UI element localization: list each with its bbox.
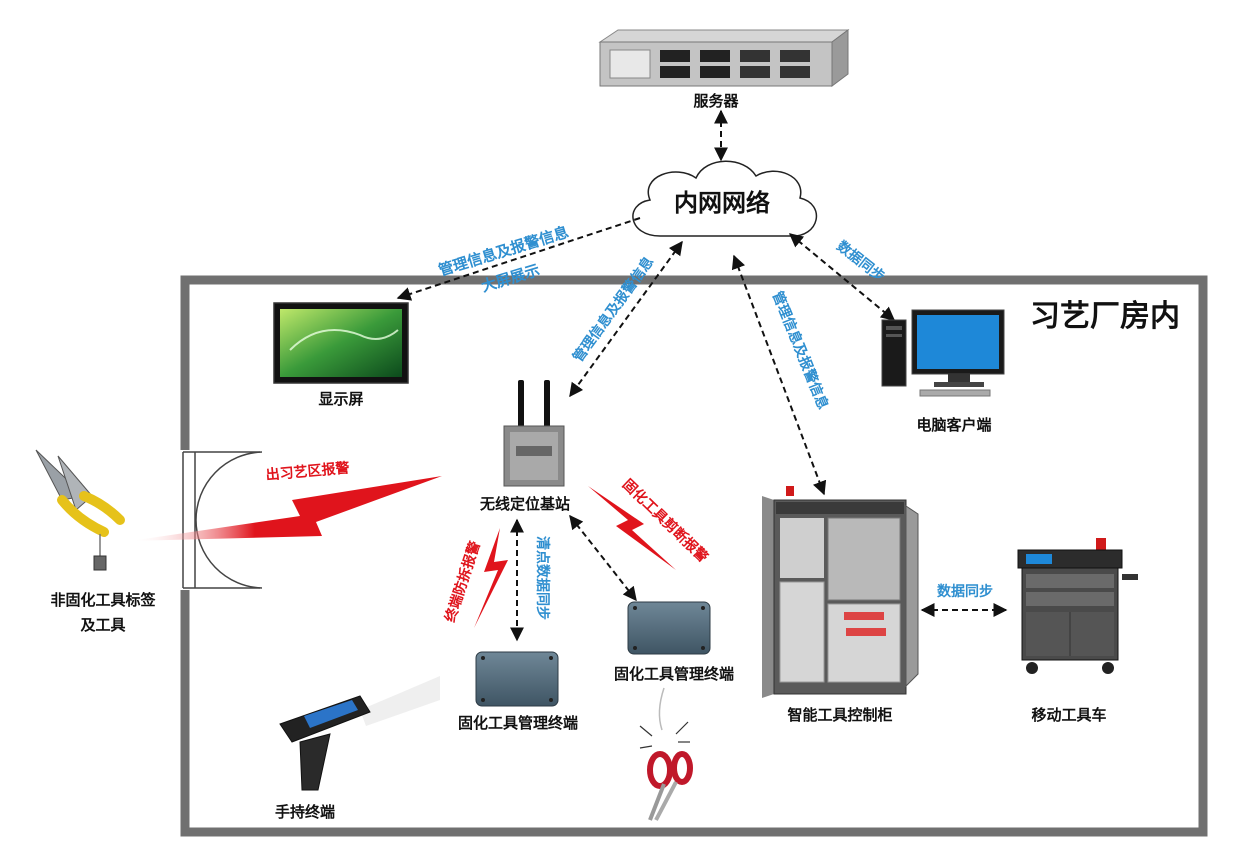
- server-icon: [598, 29, 850, 87]
- link-network-cabinet: [731, 254, 827, 496]
- handheld-terminal-icon: [279, 676, 440, 791]
- terminal-right-label: 固化工具管理终端: [614, 665, 734, 683]
- exit-alarm-label: 出习艺区报警: [265, 459, 350, 483]
- handheld-label: 手持终端: [275, 803, 335, 821]
- server-label: 服务器: [693, 92, 739, 110]
- tools-label-line1: 非固化工具标签: [50, 591, 156, 609]
- base-station-label: 无线定位基站: [479, 495, 570, 513]
- cart-sync-label: 数据同步: [937, 583, 993, 600]
- room-title: 习艺厂房内: [1030, 299, 1180, 334]
- inventory-sync-label: 清点数据同步: [534, 536, 551, 620]
- anti-tamper-label: 终端防拆报警: [442, 539, 484, 624]
- link-network-display: [396, 217, 641, 301]
- network-label: 内网网络: [674, 189, 770, 217]
- pc-client-icon: [881, 309, 1005, 397]
- smart-cabinet-icon: [762, 486, 919, 698]
- cabinet-info-label: 管理信息及报警信息: [769, 289, 832, 412]
- terminal-right-icon: [627, 601, 711, 655]
- link-network-station: [569, 240, 683, 398]
- display-screen-icon: [273, 302, 409, 384]
- terminal-left-label: 固化工具管理终端: [458, 714, 578, 732]
- terminal-left-icon: [475, 651, 559, 707]
- base-station-icon: [503, 380, 565, 487]
- station-info-label: 管理信息及报警信息: [569, 253, 657, 365]
- tool-cart-icon: [1017, 538, 1138, 674]
- pc-client-label: 电脑客户端: [916, 416, 991, 434]
- exit-alarm-lightning-icon: [130, 476, 442, 541]
- link-network-pc: [788, 233, 896, 321]
- tools-label-line2: 及工具: [80, 616, 125, 634]
- cut-alarm-lightning-icon: [588, 486, 676, 570]
- scissors-icon: [639, 687, 693, 821]
- display-show-label: 大屏展示: [479, 261, 542, 296]
- cart-label: 移动工具车: [1031, 706, 1106, 724]
- door-icon: [176, 450, 263, 590]
- link-station-terminal-right: [569, 514, 637, 602]
- display-label: 显示屏: [318, 390, 363, 408]
- pliers-icon: [35, 449, 125, 571]
- cabinet-label: 智能工具控制柜: [787, 706, 892, 724]
